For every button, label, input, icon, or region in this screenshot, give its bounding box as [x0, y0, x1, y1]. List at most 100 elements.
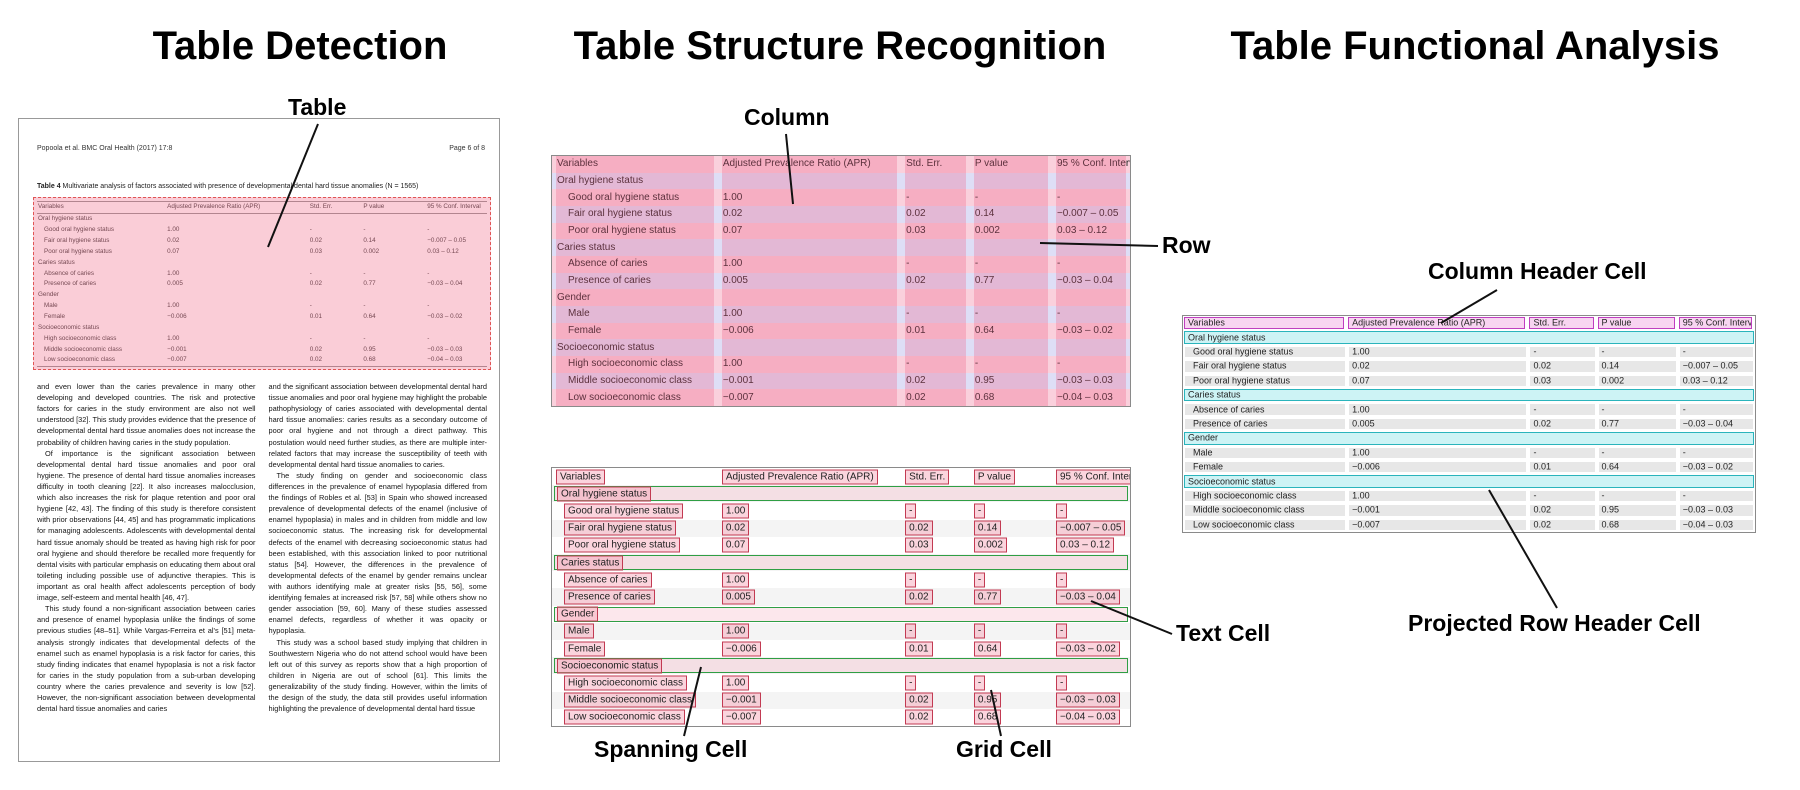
- cell-text: Male: [568, 308, 590, 320]
- projected-row-header-box: [1184, 432, 1754, 445]
- cell-text: -: [1601, 404, 1605, 415]
- callout-text-cell: Text Cell: [1176, 620, 1271, 646]
- cell-text: Female: [1193, 461, 1224, 472]
- cell-text: Good oral hygiene status: [568, 191, 680, 203]
- cell-text: Absence of caries: [568, 258, 648, 270]
- column-header-cell: Variables: [556, 469, 605, 485]
- cell-text: Absence of caries: [44, 269, 95, 277]
- cell-text: −0.006: [167, 312, 187, 320]
- cell-text: 0.01: [906, 325, 926, 337]
- table-section-row: Caries status: [552, 239, 1130, 257]
- cell-text: Absence of caries: [1193, 404, 1265, 415]
- grid-cell: [1349, 447, 1527, 459]
- grid-cell: [1185, 404, 1346, 415]
- panel-title-table-structure-recognition: Table Structure Recognition: [573, 24, 1107, 68]
- cell-text: 1.00: [1352, 490, 1370, 501]
- grid-cell: [1185, 490, 1346, 502]
- table-section-row: Gender: [552, 289, 1130, 307]
- cell-text: −0.001: [722, 375, 754, 387]
- cell-text: 0.005: [1352, 418, 1375, 429]
- column-band: [905, 156, 966, 406]
- grid-cell: [1679, 447, 1753, 459]
- grid-cell: 0.02: [721, 520, 750, 536]
- cell-text: 0.14: [974, 208, 995, 220]
- cell-text: Male: [1193, 447, 1213, 458]
- grid-cell: -: [973, 675, 986, 691]
- section-label: Oral hygiene status: [1188, 332, 1266, 343]
- cell-text: 0.005: [167, 280, 183, 288]
- cell-text: Good oral hygiene status: [44, 225, 115, 233]
- cell-text: -: [1533, 346, 1537, 357]
- header-label: Variables: [38, 203, 64, 211]
- grid-cell: -: [973, 623, 986, 639]
- table-section-row: Gender: [1183, 431, 1755, 445]
- grid-cell: [1530, 375, 1595, 387]
- grid-cell: 0.68: [973, 709, 1002, 725]
- cell-text: 0.02: [906, 375, 926, 387]
- grid-cell: [1185, 462, 1346, 473]
- grid-cell: [1598, 404, 1676, 415]
- section-label: Socioeconomic status: [557, 341, 655, 353]
- grid-cell: [1349, 418, 1527, 430]
- grid-cell: [1185, 418, 1346, 430]
- cell-text: −0.001: [167, 345, 187, 353]
- cell-text: Fair oral hygiene status: [568, 208, 672, 220]
- cell-text: 0.77: [1601, 418, 1620, 429]
- cell-text: 0.02: [1533, 519, 1552, 530]
- cell-text: 1.00: [722, 358, 743, 370]
- grid-cell: -: [973, 572, 986, 588]
- column-band: [1055, 156, 1126, 406]
- cell-text: 0.002: [974, 225, 1000, 237]
- grid-cell: [1598, 346, 1676, 358]
- cell-text: Male: [44, 302, 58, 310]
- grid-cell: -: [1055, 675, 1068, 691]
- grid-cell: 0.03 – 0.12: [1055, 537, 1115, 553]
- grid-cell: [1679, 346, 1753, 358]
- grid-cell: [1530, 418, 1595, 430]
- grid-cell: [1530, 447, 1595, 459]
- cell-text: -: [1533, 404, 1537, 415]
- section-label: Gender: [1188, 432, 1219, 443]
- table-caption-label: Table 4: [37, 183, 61, 190]
- cell-text: −0.03 – 0.04: [427, 280, 463, 288]
- text-cell: Female: [564, 641, 606, 657]
- cell-text: -: [427, 334, 430, 342]
- cell-text: 0.14: [1601, 360, 1620, 371]
- table-section-row: Caries status: [1183, 388, 1755, 402]
- cell-text: Low socioeconomic class: [1193, 519, 1295, 530]
- cell-text: Middle socioeconomic class: [44, 345, 123, 353]
- doc-header-citation: Popoola et al. BMC Oral Health (2017) 17…: [37, 145, 173, 152]
- cell-text: -: [427, 269, 430, 277]
- grid-cell: [1679, 505, 1753, 516]
- grid-cell: [1349, 519, 1527, 531]
- grid-cell: -: [1055, 503, 1068, 519]
- document-page: Popoola et al. BMC Oral Health (2017) 17…: [18, 118, 500, 762]
- grid-cell: 0.95: [973, 692, 1002, 708]
- table-section-row: Oral hygiene status: [552, 172, 1130, 190]
- cell-text: -: [427, 225, 430, 233]
- table-section-row: Oral hygiene status: [37, 214, 487, 225]
- cell-text: 0.02: [309, 345, 323, 353]
- cell-text: 0.64: [363, 312, 376, 320]
- grid-cell: 1.00: [721, 623, 750, 639]
- cell-text: -: [1682, 490, 1686, 501]
- cell-text: -: [1056, 258, 1061, 270]
- grid-cell: 0.005: [721, 589, 755, 605]
- cell-text: -: [309, 334, 312, 342]
- grid-cell: [1598, 375, 1676, 387]
- table-caption: Table 4 Multivariate analysis of factors…: [37, 183, 485, 192]
- callout-projected-row-header-cell: Projected Row Header Cell: [1408, 610, 1701, 636]
- cell-text: −0.03 – 0.04: [1056, 275, 1113, 287]
- cell-text: 1.00: [167, 302, 180, 310]
- cell-text: -: [906, 191, 910, 203]
- text-cell: High socioeconomic class: [564, 675, 688, 691]
- header-label: Std. Err.: [1533, 317, 1566, 328]
- cell-text: −0.006: [1352, 461, 1380, 472]
- cell-text: -: [1533, 447, 1537, 458]
